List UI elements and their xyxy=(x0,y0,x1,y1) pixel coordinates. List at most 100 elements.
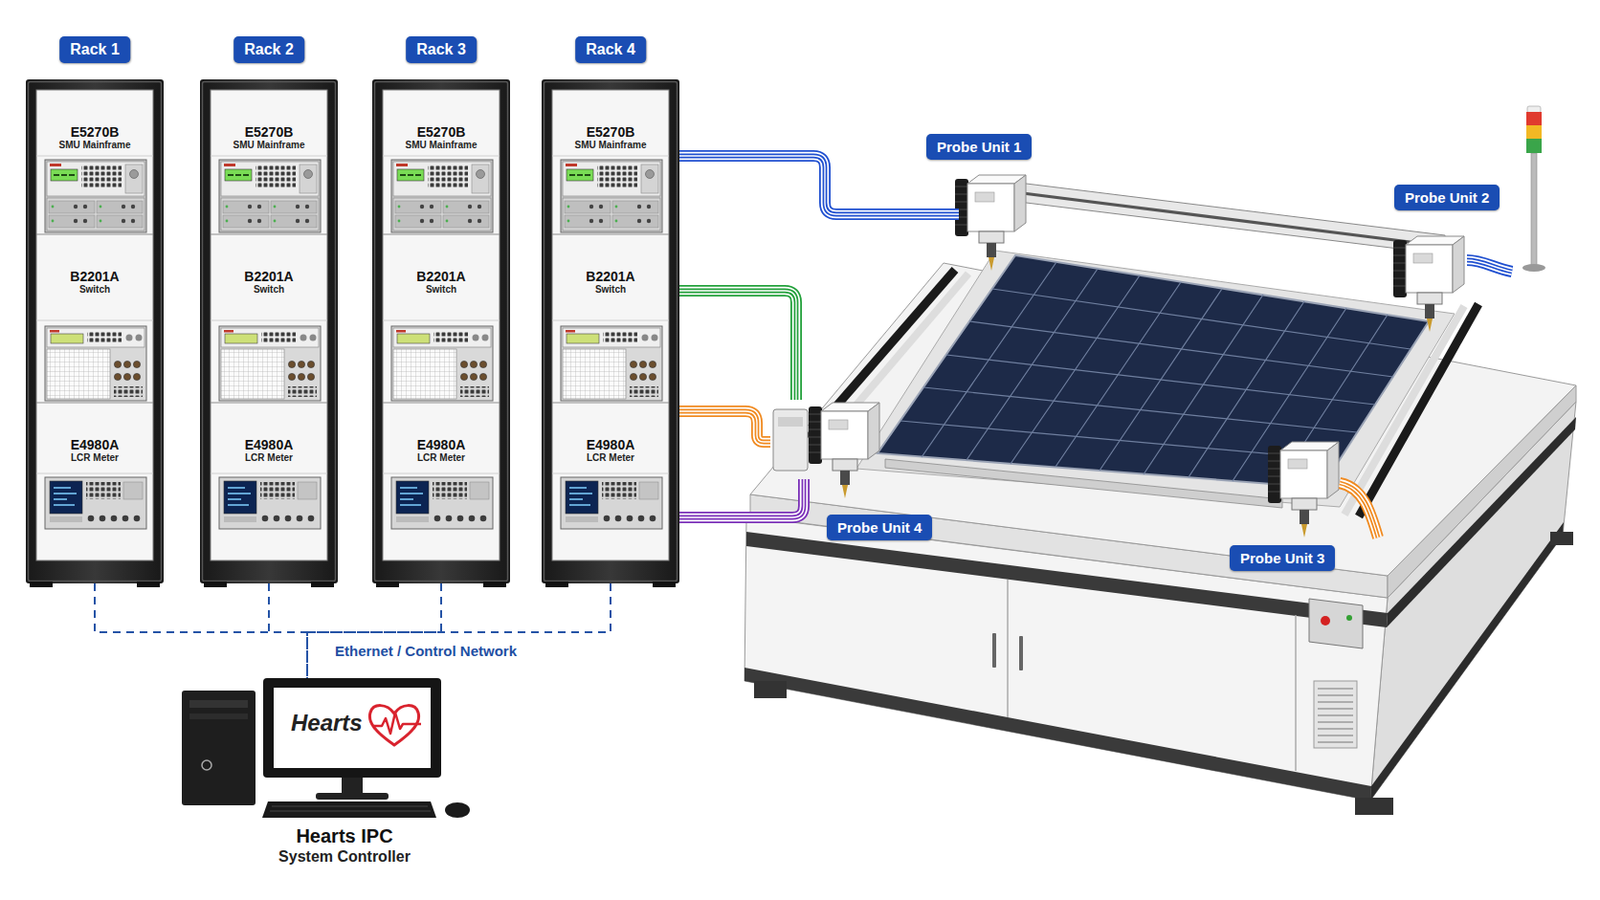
probe-unit: Probe Unit 2 xyxy=(1402,232,1475,312)
probe-station-drawing xyxy=(1339,483,1378,538)
system-controller: Hearts IPCSystem Controller xyxy=(200,678,489,867)
label-text: E4980A xyxy=(200,437,338,453)
equipment-rack: Rack 4E5270BSMU MainframeB2201ASwitchE49… xyxy=(541,79,680,584)
label-text: E4980A xyxy=(25,437,164,453)
computer-drawing xyxy=(341,777,363,795)
label-text: LCR Meter xyxy=(372,452,511,465)
probe-station-drawing xyxy=(1526,138,1542,154)
equipment-rack-drawing xyxy=(25,79,680,588)
probe-station-drawing xyxy=(1466,260,1512,272)
cable-connector xyxy=(679,155,959,215)
probe-station-drawing xyxy=(885,459,1283,509)
cable-wire xyxy=(679,155,959,215)
cable-wire xyxy=(679,479,804,518)
instrument-panel: B2201ASwitch xyxy=(25,236,164,403)
label-text: E5270B xyxy=(541,124,680,140)
instrument-label: B2201ASwitch xyxy=(541,236,680,296)
probe-station-drawing xyxy=(1339,483,1378,538)
instrument-label: B2201ASwitch xyxy=(25,236,164,296)
probe-station-drawing xyxy=(1267,442,1339,538)
probe-station-drawing xyxy=(1526,111,1542,126)
probe-station-drawing xyxy=(744,667,1372,801)
instrument-label: E4980ALCR Meter xyxy=(541,404,680,465)
network-line xyxy=(94,583,308,679)
cable-wire xyxy=(679,479,804,518)
rack-label: Rack 2 xyxy=(233,36,305,64)
probe-station-drawing xyxy=(1531,153,1537,267)
label-text: B2201A xyxy=(372,268,511,285)
probe-unit: Probe Unit 3 xyxy=(1275,442,1345,525)
probe-station-drawing xyxy=(808,402,880,499)
cable-wire xyxy=(679,290,797,400)
instrument-panel: E4980ALCR Meter xyxy=(372,404,511,559)
probe-station-drawing xyxy=(1466,260,1512,272)
rack-label: Rack 3 xyxy=(405,36,477,64)
controller-label: Hearts IPCSystem Controller xyxy=(200,824,489,867)
label-text: Switch xyxy=(200,284,338,296)
probe-label: Probe Unit 2 xyxy=(1394,184,1500,211)
probe-station-drawing xyxy=(1466,260,1512,272)
cable-wire xyxy=(679,155,959,215)
probe-station-drawing xyxy=(1522,264,1546,272)
instrument-label: B2201ASwitch xyxy=(372,236,511,296)
label-text: E4980A xyxy=(541,437,680,453)
cable-connector xyxy=(679,411,771,443)
cable-connector xyxy=(679,479,804,518)
probe-station-drawing xyxy=(1019,636,1023,671)
probe-label: Probe Unit 1 xyxy=(926,133,1032,160)
instrument-panel: E5270BSMU Mainframe xyxy=(541,91,680,235)
label-text: SMU Mainframe xyxy=(25,139,164,152)
probe-station-drawing xyxy=(1526,125,1542,139)
probe-station-drawing xyxy=(744,516,1388,801)
probe-station-drawing xyxy=(877,255,1429,489)
label-text: Hearts IPC xyxy=(200,824,489,848)
computer-drawing xyxy=(444,802,470,819)
probe-station-drawing xyxy=(995,179,1445,255)
probe-label: Probe Unit 3 xyxy=(1229,545,1335,572)
instrument-label: E4980ALCR Meter xyxy=(25,404,164,465)
network-connector xyxy=(94,583,308,679)
probe-station-drawing xyxy=(1320,616,1331,626)
label-text: E4980A xyxy=(372,437,511,453)
label-text: B2201A xyxy=(200,268,338,285)
label-text: B2201A xyxy=(541,268,680,285)
cable-wire xyxy=(679,411,771,443)
cable-wire xyxy=(679,155,959,215)
equipment-rack: Rack 2E5270BSMU MainframeB2201ASwitchE49… xyxy=(200,79,338,584)
computer-drawing xyxy=(189,713,248,720)
instrument-panel: E4980ALCR Meter xyxy=(25,404,164,559)
label-text: LCR Meter xyxy=(541,452,680,465)
label-text: E5270B xyxy=(200,124,338,140)
label-text: SMU Mainframe xyxy=(541,139,680,152)
computer-drawing xyxy=(263,678,442,778)
probe-station-drawing xyxy=(1466,260,1512,272)
instrument-panel: E5270BSMU Mainframe xyxy=(200,91,338,235)
computer-drawing xyxy=(181,678,470,819)
computer-drawing xyxy=(373,712,422,734)
probe-station-drawing xyxy=(777,417,803,427)
equipment-rack-drawing xyxy=(25,79,164,588)
equipment-rack: Rack 3E5270BSMU MainframeB2201ASwitchE49… xyxy=(372,79,511,584)
equipment-rack-drawing xyxy=(372,79,511,588)
label-text: Switch xyxy=(25,284,164,296)
network-label: Ethernet / Control Network xyxy=(334,643,517,661)
label-text: Probe Unit 1 xyxy=(936,137,1022,156)
probe-unit: Probe Unit 4 xyxy=(770,400,883,480)
label-text: Switch xyxy=(541,284,680,296)
label-text: E5270B xyxy=(25,124,164,140)
probe-station-drawing xyxy=(1000,190,1441,246)
label-text: SMU Mainframe xyxy=(372,139,511,152)
label-text: LCR Meter xyxy=(200,452,338,465)
network-connector xyxy=(307,583,442,679)
cable-wire xyxy=(679,290,797,400)
computer-drawing xyxy=(181,690,256,806)
instrument-label: E5270BSMU Mainframe xyxy=(200,91,338,152)
probe-station-drawing xyxy=(1313,681,1357,749)
rack-label: Rack 4 xyxy=(575,36,646,64)
label-text: Probe Unit 2 xyxy=(1404,188,1489,207)
rack-label: Rack 1 xyxy=(59,36,131,64)
probe-station-drawing xyxy=(1309,599,1363,649)
instrument-panel: E5270BSMU Mainframe xyxy=(372,91,511,235)
label-text: Probe Unit 3 xyxy=(1240,549,1325,568)
label-text: B2201A xyxy=(25,268,164,285)
